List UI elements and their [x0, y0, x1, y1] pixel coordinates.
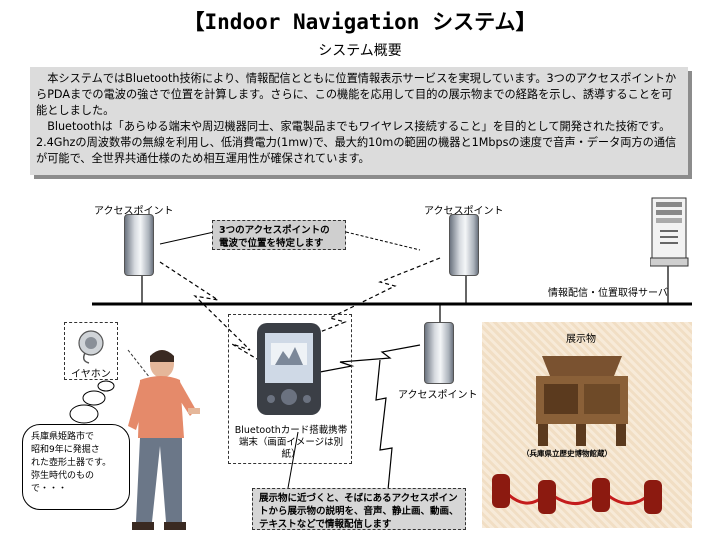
speech-bubble: 兵庫県姫路市で 昭和9年に発掘さ れた壺形土器です。 弥生時代のもの で・・・ [22, 424, 130, 510]
pda-caption: Bluetoothカード搭載携帯端末（画面イメージは別紙） [234, 425, 348, 460]
bubble-dots [69, 380, 115, 424]
ap-right-label: アクセスポイント [424, 206, 504, 217]
summary-paragraph-1: 本システムではBluetooth技術により、情報配信とともに位置情報表示サービス… [36, 72, 677, 117]
ap-left-label: アクセスポイント [94, 206, 174, 217]
exhibit-panel: 展示物 （兵庫県立歴史博物館蔵） [482, 322, 692, 528]
summary-paragraph-2: Bluetoothは「あらゆる端末や周辺機器同士、家電製品までもワイヤレス接続す… [36, 120, 677, 165]
exhibit-rope-barrier [492, 474, 662, 514]
page-subtitle: システム概要 [318, 43, 402, 59]
delivery-callout: 展示物に近づくと、そばにあるアクセスポイントから展示物の説明を、音声、静止画、動… [252, 488, 466, 530]
ap-bottom-label: アクセスポイント [398, 390, 478, 401]
visitor-person-icon [128, 350, 200, 530]
earphone-pointer [127, 349, 151, 379]
earphone-box: イヤホン [64, 322, 118, 380]
signal-bottom-zigzag [319, 344, 421, 373]
pda-box: Bluetoothカード搭載携帯端末（画面イメージは別紙） [228, 314, 352, 464]
bubble-line: れた壺形土器です。 [31, 458, 112, 468]
bubble-line: 兵庫県姫路市で [31, 432, 95, 442]
delivery-zigzag [375, 359, 393, 491]
callout-pointer-right [345, 231, 421, 251]
pda-icon [257, 323, 321, 415]
summary-box: 本システムではBluetooth技術により、情報配信とともに位置情報表示サービス… [30, 67, 688, 175]
earphone-icon [78, 330, 104, 364]
exhibit-title: 展示物 [566, 334, 596, 345]
delivery-callout-pointer [287, 431, 299, 489]
signal-left-zigzag [159, 261, 263, 363]
signal-right-zigzag [299, 257, 441, 341]
exhibit-caption: （兵庫県立歴史博物館蔵） [522, 449, 612, 458]
bubble-line: 昭和9年に発掘さ [31, 445, 100, 455]
access-point-left-icon [124, 214, 154, 276]
server-tower-icon [650, 197, 689, 267]
bubble-line: で・・・ [31, 484, 68, 494]
earphone-label: イヤホン [71, 369, 111, 380]
page-title: 【Indoor Navigation システム】 [183, 10, 537, 34]
access-point-bottom-icon [424, 322, 454, 384]
bubble-line: 弥生時代のもの [31, 471, 95, 481]
exhibit-machine-icon [536, 356, 628, 446]
callout-pointer-left [159, 231, 215, 245]
server-label: 情報配信・位置取得サーバ [548, 288, 668, 299]
positioning-callout: 3つのアクセスポイントの電波で位置を特定します [212, 220, 346, 250]
access-point-right-icon [449, 214, 479, 276]
